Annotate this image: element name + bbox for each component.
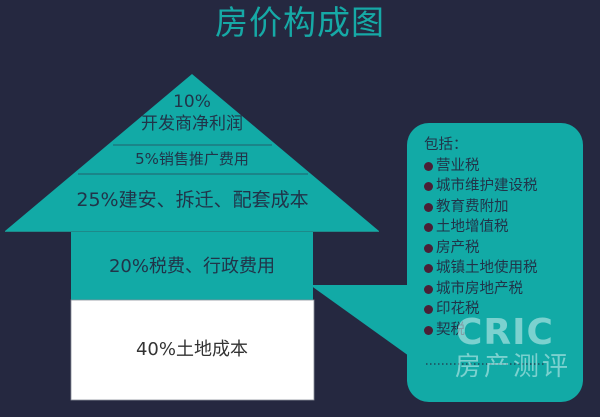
tax-list: 营业税 城市维护建设税 教育费附加 土地增值税 房产税 城镇土地使用税 城市房地… [424, 156, 538, 341]
list-item-label: 教育费附加 [436, 198, 509, 215]
list-item: 契税 [424, 320, 538, 341]
body-land-section [70, 299, 315, 401]
list-item-label: 城市房地产税 [436, 280, 523, 297]
roof-top-percent: 10% [173, 92, 211, 112]
roof-shape [5, 74, 379, 231]
bullet-icon [424, 223, 433, 232]
bullet-icon [424, 202, 433, 212]
bullet-icon [424, 264, 433, 273]
bullet-icon [424, 305, 433, 314]
list-item-label: 契税 [436, 321, 465, 338]
roof-top-label: 开发商净利润 [141, 114, 243, 134]
watermark-subtitle: 房产测评 [455, 352, 572, 382]
list-item: 城市维护建设税 [424, 176, 538, 197]
callout-heading: 包括： [424, 137, 468, 153]
body-tax-section [71, 232, 313, 300]
callout-box [407, 123, 583, 402]
list-item: 城市房地产税 [424, 279, 538, 300]
watermark-logo: CRIC [456, 312, 554, 353]
list-item-label: 城镇土地使用税 [436, 260, 538, 276]
list-item: 土地增值税 [424, 217, 538, 238]
list-item: 城镇土地使用税 [424, 258, 538, 279]
list-item-label: 印花税 [436, 301, 480, 317]
list-item-label: 城市维护建设税 [436, 178, 538, 194]
bullet-icon [424, 243, 433, 253]
body-tax-label: 20%税费、行政费用 [108, 256, 275, 277]
bullet-icon [424, 161, 433, 171]
roof-middle-label: 5%销售推广费用 [135, 150, 249, 168]
roof-bottom-label: 25%建安、拆迁、配套成本 [76, 189, 309, 211]
list-item-label: 房产税 [436, 239, 480, 256]
bullet-icon [424, 182, 433, 191]
list-item: 营业税 [424, 156, 538, 177]
body-land-label: 40%土地成本 [135, 339, 248, 360]
bullet-icon [424, 284, 433, 294]
list-item: 房产税 [424, 238, 538, 259]
callout-pointer [310, 285, 409, 356]
callout-content: 包括： 营业税 城市维护建设税 教育费附加 土地增值税 房产税 城镇土地使用税 … [424, 135, 538, 340]
list-item: 教育费附加 [424, 197, 538, 218]
list-item-label: 土地增值税 [436, 219, 509, 235]
list-item-label: 营业税 [436, 157, 480, 174]
bullet-icon [424, 325, 433, 335]
list-item: 印花税 [424, 299, 538, 320]
page-title: 房价构成图 [215, 3, 385, 42]
